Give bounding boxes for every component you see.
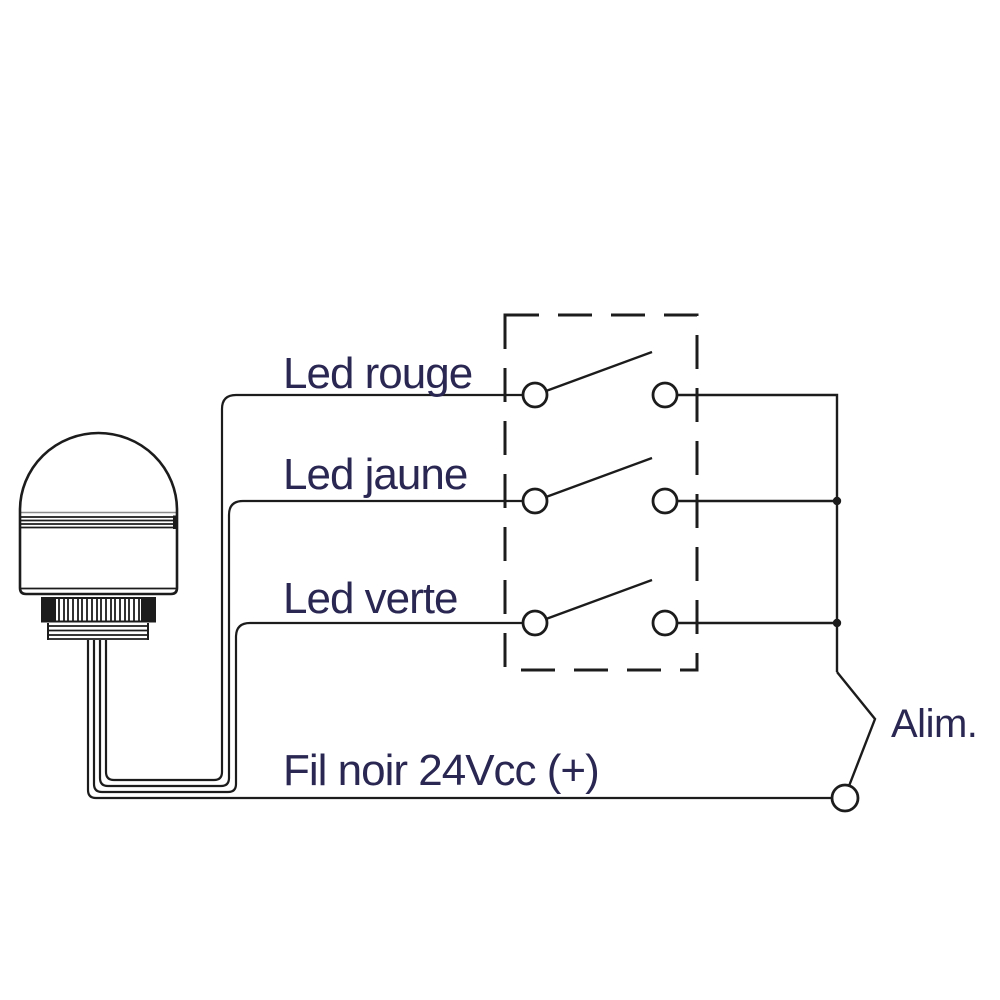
green-switch-right-terminal [651, 609, 679, 637]
switches [521, 350, 679, 637]
beacon-dome [18, 431, 179, 511]
power-switch-blade [836, 671, 877, 787]
yellow-switch-left-terminal [521, 487, 549, 515]
yellow-switch-right-terminal [651, 487, 679, 515]
yellow-led-wire [98, 499, 523, 788]
red-led-label: Led rouge [283, 349, 472, 398]
power-supply-label: Alim. [891, 702, 977, 746]
beacon-knurl-left-cap [42, 598, 56, 622]
bus-junction-dot-green [832, 618, 842, 628]
yellow-switch-blade [545, 456, 653, 499]
red-switch-right-terminal [651, 381, 679, 409]
power-bus-line [677, 393, 839, 672]
beacon-thread-lines [47, 625, 149, 640]
green-led-wire [92, 621, 523, 794]
black-24v-wire [86, 640, 832, 800]
switch-box-dashed-outline [503, 313, 699, 672]
green-switch-blade [545, 578, 653, 621]
power-bus [677, 393, 877, 813]
wire-harness [86, 393, 832, 800]
beacon-device [18, 431, 179, 640]
beacon-lens-band-endcap [173, 515, 177, 529]
red-led-wire [104, 393, 523, 782]
yellow-led-label: Led jaune [283, 450, 467, 499]
yellow-led-switch [521, 456, 679, 515]
beacon-knurl-right-cap [141, 598, 155, 622]
beacon-body [18, 510, 179, 596]
bus-junction-dot-yellow [832, 496, 842, 506]
red-switch-left-terminal [521, 381, 549, 409]
red-switch-blade [545, 350, 653, 393]
beacon-knurl-stripes [58, 598, 140, 622]
beacon-lens-band-lines [20, 516, 177, 529]
black-wire-label: Fil noir 24Vcc (+) [283, 746, 599, 795]
power-terminal [830, 783, 860, 813]
green-led-label: Led verte [283, 574, 457, 623]
red-led-switch [521, 350, 679, 409]
green-led-switch [521, 578, 679, 637]
green-switch-left-terminal [521, 609, 549, 637]
